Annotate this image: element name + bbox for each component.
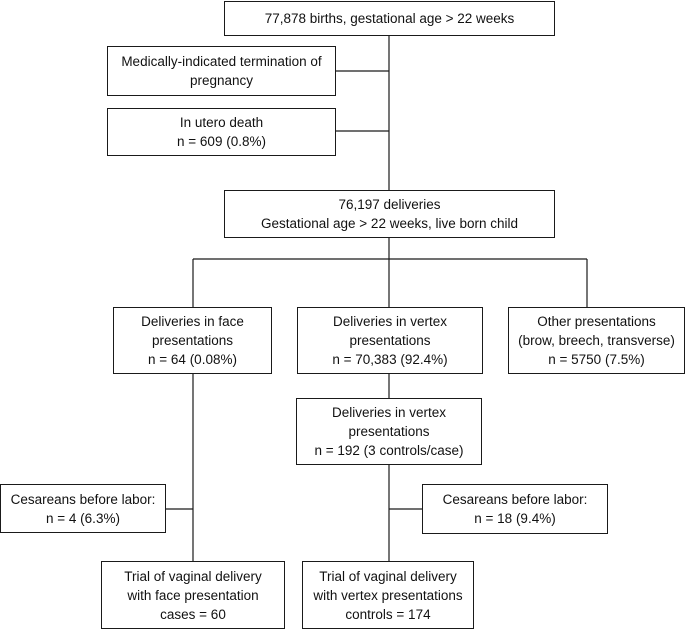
other-presentation-box-line-2: (brow, breech, transverse)	[518, 333, 675, 348]
trial-face-box: Trial of vaginal delivery with face prese…	[101, 561, 285, 629]
vertex-presentation-box: Deliveries in vertex presentations n = 70,…	[297, 307, 483, 374]
utero-death-box-line-1: In utero death	[179, 115, 264, 130]
face-presentation-box-line-2: presentations	[151, 333, 234, 348]
trial-vertex-box-line-2: with vertex presentations	[313, 587, 463, 603]
face-presentation-box: Deliveries in face presentations n = 64 (0…	[113, 307, 272, 374]
vertex-presentation-box-line-3: n = 70,383 (92.4%)	[332, 352, 448, 367]
vertex-sample-box-line-2: presentations	[348, 424, 430, 439]
vertex-presentation-box-line-1: Deliveries in vertex	[332, 314, 448, 329]
vertex-sample-box-line-1: Deliveries in vertex	[331, 405, 447, 420]
trial-vertex-box-line-1: Trial of vaginal delivery	[319, 568, 457, 584]
cesarean-vertex-box-line-2: n = 18 (9.4%)	[474, 511, 556, 526]
face-presentation-box-line-3: n = 64 (0.08%)	[148, 352, 237, 367]
utero-death-box: In utero death n = 609 (0.8%)	[107, 108, 336, 156]
cesarean-vertex-box: Cesareans before labor: n = 18 (9.4%)	[422, 484, 608, 534]
termination-box-line-1: Medically-indicated termination of	[121, 54, 322, 69]
trial-vertex-box-line-3: controls = 174	[345, 606, 431, 622]
trial-face-box-line-1: Trial of vaginal delivery	[124, 568, 262, 584]
cesarean-face-box: Cesareans before labor: n = 4 (6.3%)	[0, 484, 166, 533]
vertex-sample-box: Deliveries in vertex presentations n = 192…	[296, 398, 482, 465]
vertex-sample-box-line-3: n = 192 (3 controls/case)	[314, 443, 464, 458]
trial-face-box-line-2: with face presentation	[127, 587, 259, 603]
births-box-line-1: 77,878 births, gestational age > 22 week…	[264, 11, 515, 26]
births-box: 77,878 births, gestational age > 22 week…	[224, 1, 555, 36]
utero-death-box-line-2: n = 609 (0.8%)	[177, 134, 266, 149]
trial-vertex-box: Trial of vaginal delivery with vertex pre…	[302, 561, 474, 629]
termination-box-line-2: pregnancy	[189, 73, 254, 88]
deliveries-box-line-2: Gestational age > 22 weeks, live born ch…	[260, 216, 519, 231]
face-presentation-box-line-1: Deliveries in face	[141, 314, 244, 329]
vertex-presentation-box-line-2: presentations	[349, 333, 431, 348]
deliveries-box-line-1: 76,197 deliveries	[338, 197, 441, 212]
termination-box: Medically-indicated termination of pregna…	[107, 46, 336, 96]
other-presentation-box: Other presentations (brow, breech, transv…	[508, 307, 685, 374]
other-presentation-box-line-1: Other presentations	[537, 314, 656, 329]
other-presentation-box-line-3: n = 5750 (7.5%)	[548, 352, 645, 367]
trial-face-box-line-3: cases = 60	[160, 606, 226, 622]
cesarean-face-box-line-1: Cesareans before labor:	[10, 491, 156, 507]
cesarean-face-box-line-2: n = 4 (6.3%)	[46, 510, 120, 526]
cesarean-vertex-box-line-1: Cesareans before labor:	[442, 492, 588, 507]
